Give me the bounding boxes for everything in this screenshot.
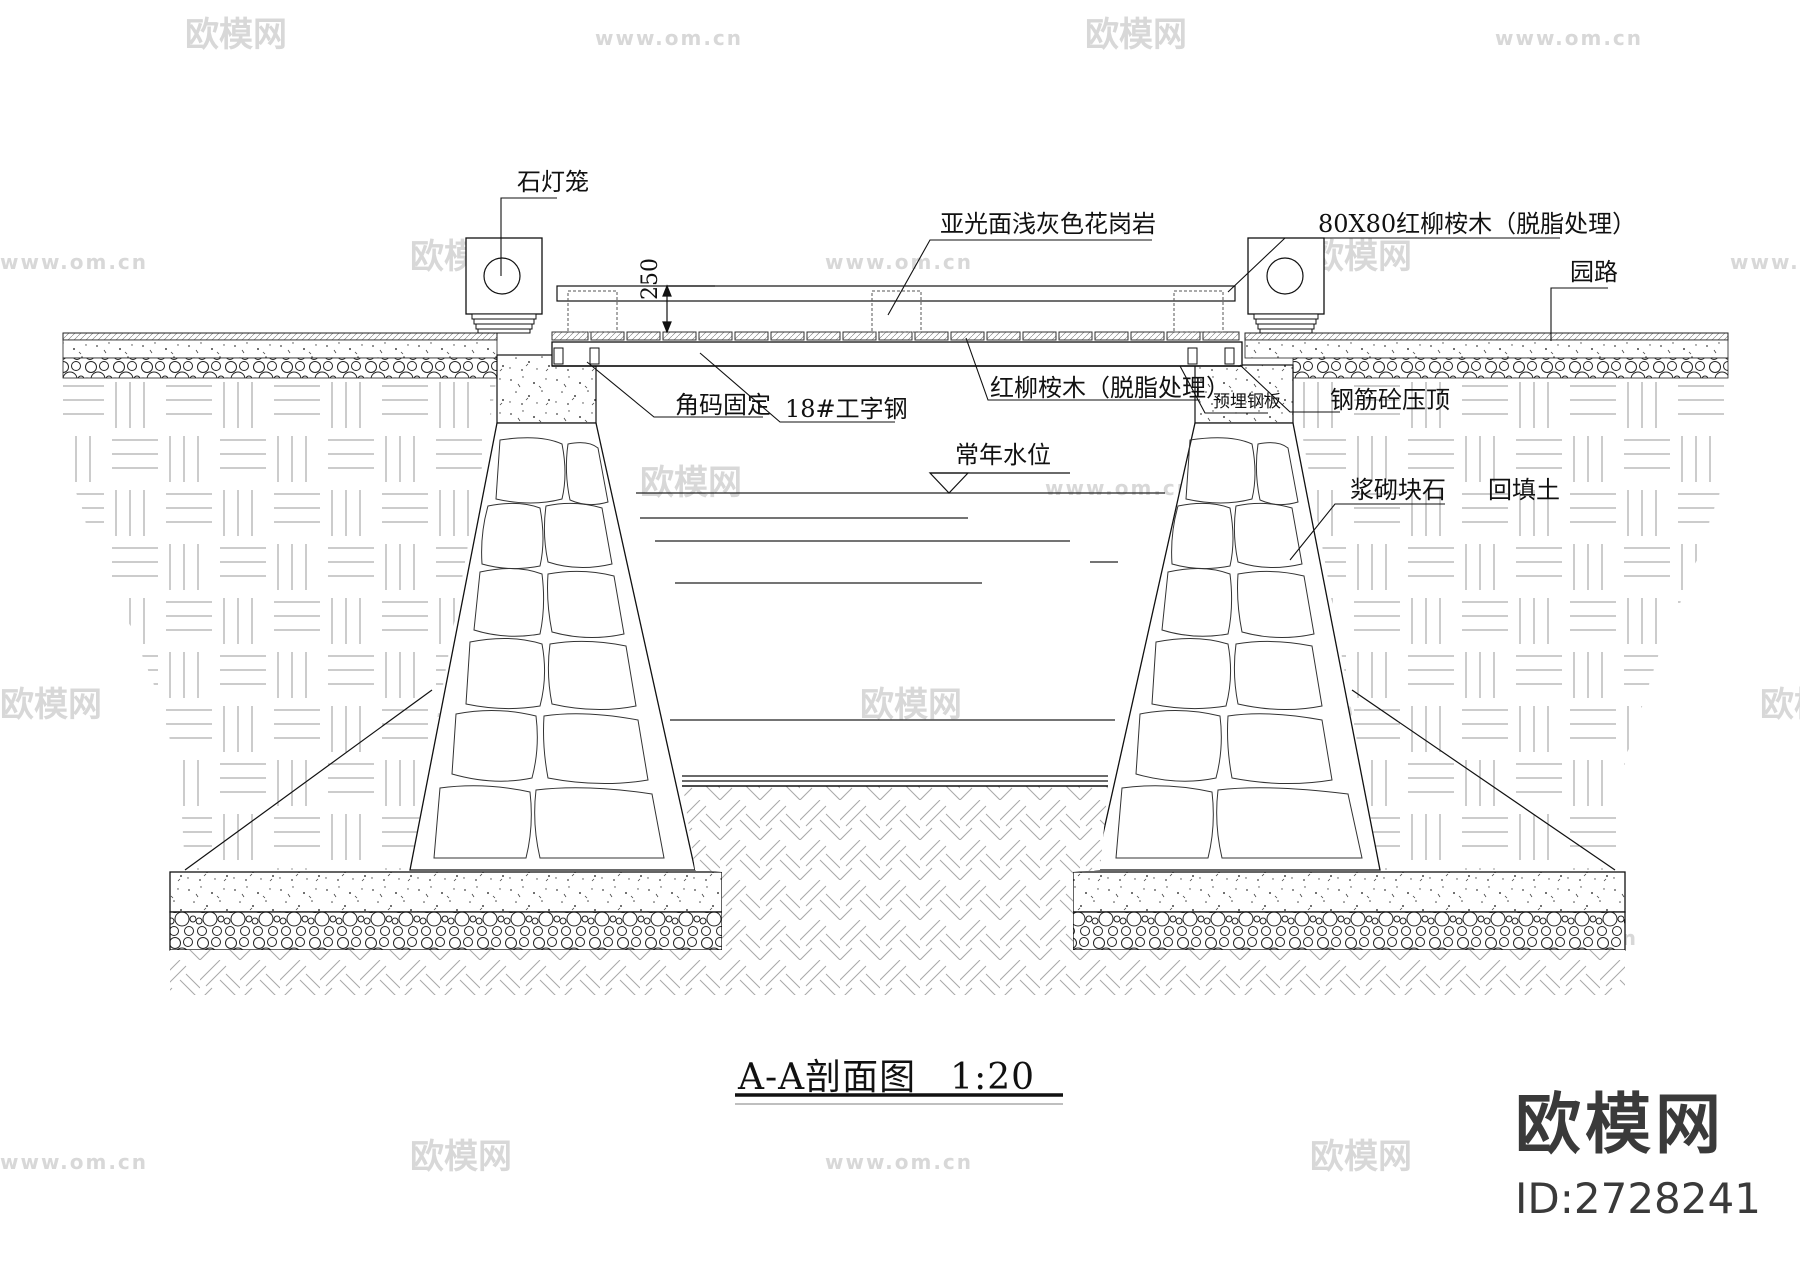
label-granite: 亚光面浅灰色花岗岩: [940, 210, 1156, 238]
label-timber-deck: 红柳桉木（脱脂处理）: [990, 374, 1230, 402]
dimension-250: [662, 284, 715, 334]
watermark-faint: 欧模网: [1085, 15, 1187, 55]
label-timber-80x80: 80X80红柳桉木（脱脂处理）: [1318, 210, 1637, 238]
watermark-id: ID:2728241: [1515, 1174, 1761, 1223]
i-beam: [551, 341, 1243, 367]
watermark-url: www.om.cn: [0, 1150, 149, 1174]
label-dimension-250: 250: [638, 258, 663, 300]
watermark-url: www.om.cn: [825, 1150, 974, 1174]
path-layers-right: [1244, 332, 1729, 379]
watermark-url: www.om.cn: [1730, 250, 1800, 274]
watermark-faint: 欧模网: [410, 1137, 512, 1177]
stone-lantern-right: [1247, 237, 1325, 334]
watermark-brand: 欧模网: [1515, 1086, 1725, 1163]
watermark-faint: 欧模网: [1310, 1137, 1412, 1177]
watermark-url: www.om.cn: [595, 26, 744, 50]
label-water-level: 常年水位: [955, 441, 1051, 469]
label-i-beam: 18#工字钢: [785, 395, 908, 423]
timber-deck-boards: [551, 331, 1240, 341]
label-rubble-masonry: 浆砌块石: [1350, 476, 1446, 504]
watermark-faint: 欧模网: [640, 463, 742, 503]
watermark-url: www.om.cn: [1495, 26, 1644, 50]
footing-right: [1072, 871, 1626, 951]
rubble-pier-left: [409, 422, 696, 871]
watermark-faint: 欧模网: [1310, 237, 1412, 277]
rubble-pier-right: [1094, 422, 1381, 871]
water-level-marker: [928, 472, 1070, 494]
angle-brackets: [553, 347, 1235, 365]
stone-lantern-left: [465, 237, 543, 334]
channel-bed: [682, 775, 1108, 787]
label-garden-path: 园路: [1570, 258, 1618, 286]
footing-left: [169, 871, 723, 951]
water-lines: [636, 492, 1165, 721]
watermark-faint: 欧模网: [185, 15, 287, 55]
leader-lines: [500, 197, 1608, 561]
watermark-faint: 欧模网: [1760, 685, 1800, 725]
drawing-title: A-A剖面图 1:20: [738, 1048, 1035, 1100]
backfill-soil-left: [63, 375, 497, 870]
label-embedded-plate: 预埋钢板: [1213, 392, 1281, 412]
watermark-url: www.om.cn: [825, 250, 974, 274]
drawing-scale: 1:20: [950, 1057, 1036, 1098]
watermark-faint: 欧模网: [0, 685, 102, 725]
drawing-title-text: A-A剖面图: [738, 1057, 917, 1098]
path-layers-left: [62, 332, 498, 379]
label-backfill: 回填土: [1488, 476, 1560, 504]
label-rc-coping: 钢筋砼压顶: [1330, 386, 1450, 414]
label-angle-fixing: 角码固定: [675, 391, 771, 419]
watermark-url: www.om.cn: [0, 250, 149, 274]
label-stone-lantern: 石灯笼: [517, 168, 589, 196]
watermark-faint: 欧模网: [860, 685, 962, 725]
backfill-soil-right: [1293, 375, 1728, 870]
